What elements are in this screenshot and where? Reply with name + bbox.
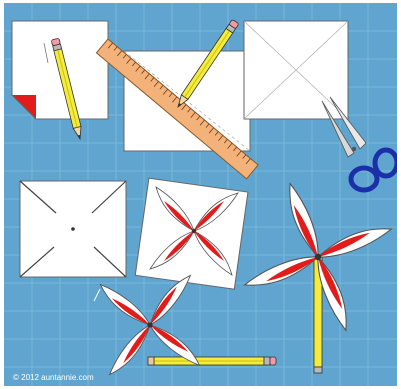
instruction-steps <box>4 3 397 386</box>
copyright-text: © 2012 auntannie.com <box>13 373 94 382</box>
pinwheel-instructions-illustration: © 2012 auntannie.com <box>4 3 397 386</box>
step-fold-blades <box>135 178 248 289</box>
step-cut-corners <box>20 181 126 301</box>
pencil-icon <box>148 357 276 365</box>
pinwheel-with-pencil <box>100 275 276 374</box>
pinwheel-finished <box>245 184 392 373</box>
step-diagonal-folds <box>244 21 348 119</box>
step-ruler-diagonal <box>124 51 250 151</box>
